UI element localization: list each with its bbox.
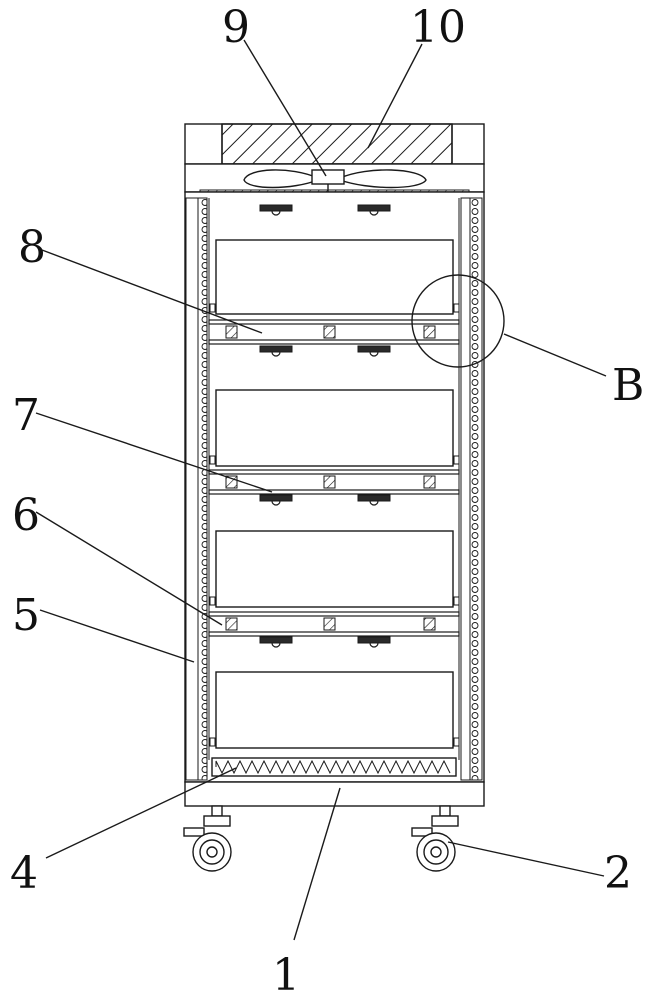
callout-2: 2 <box>604 848 632 899</box>
shelf-rail-top <box>208 469 460 475</box>
hanger-bar <box>259 636 293 644</box>
callout-4: 4 <box>10 848 38 899</box>
side-clip <box>453 303 460 313</box>
side-clip <box>453 737 460 747</box>
hanger-hook <box>271 210 281 216</box>
caster-left <box>183 805 232 872</box>
shelf-rail-bottom <box>208 489 460 495</box>
caster-right <box>411 805 459 872</box>
hanger-hook <box>369 210 379 216</box>
hanger-hook <box>271 500 281 506</box>
hanger-hook <box>369 642 379 648</box>
callout-10: 10 <box>410 2 466 53</box>
callout-7: 7 <box>12 390 40 441</box>
shelf-rail-top <box>208 319 460 325</box>
drawer-box <box>215 389 454 467</box>
drawer-box <box>215 530 454 608</box>
support-block <box>225 325 238 339</box>
support-block <box>225 475 238 489</box>
hanger-bar <box>259 345 293 353</box>
drawer-box <box>215 671 454 749</box>
bottom-spring-element <box>211 757 457 777</box>
support-block <box>423 475 436 489</box>
detail-circle-b <box>411 274 505 368</box>
hanger-hook <box>271 642 281 648</box>
side-clip <box>453 455 460 465</box>
hanger-bar <box>357 345 391 353</box>
hanger-hook <box>369 351 379 357</box>
callout-b: B <box>612 360 644 411</box>
hanger-bar <box>357 636 391 644</box>
shelf-rail-bottom <box>208 631 460 637</box>
side-clip <box>209 737 216 747</box>
fan <box>243 169 427 192</box>
callout-8: 8 <box>18 222 46 273</box>
side-clip <box>453 596 460 606</box>
hanger-bar <box>259 204 293 212</box>
shelves <box>208 204 460 749</box>
hanger-hook <box>271 351 281 357</box>
shelf-rail-bottom <box>208 339 460 345</box>
support-block <box>423 617 436 631</box>
hanger-bar <box>357 204 391 212</box>
base <box>184 781 485 807</box>
hanger-bar <box>357 494 391 502</box>
leader-lines <box>35 39 607 941</box>
side-clip <box>209 455 216 465</box>
top-cap <box>184 123 485 165</box>
support-block <box>423 325 436 339</box>
support-block <box>323 325 336 339</box>
hanger-hook <box>369 500 379 506</box>
side-clip <box>209 596 216 606</box>
callout-6: 6 <box>12 490 40 541</box>
side-clip <box>209 303 216 313</box>
callout-1: 1 <box>272 950 300 1000</box>
hanger-bar <box>259 494 293 502</box>
support-block <box>225 617 238 631</box>
callout-5: 5 <box>12 590 40 641</box>
shelf-rail-top <box>208 611 460 617</box>
support-block <box>323 617 336 631</box>
callout-9: 9 <box>222 2 250 53</box>
drawer-box <box>215 239 454 315</box>
support-block <box>323 475 336 489</box>
